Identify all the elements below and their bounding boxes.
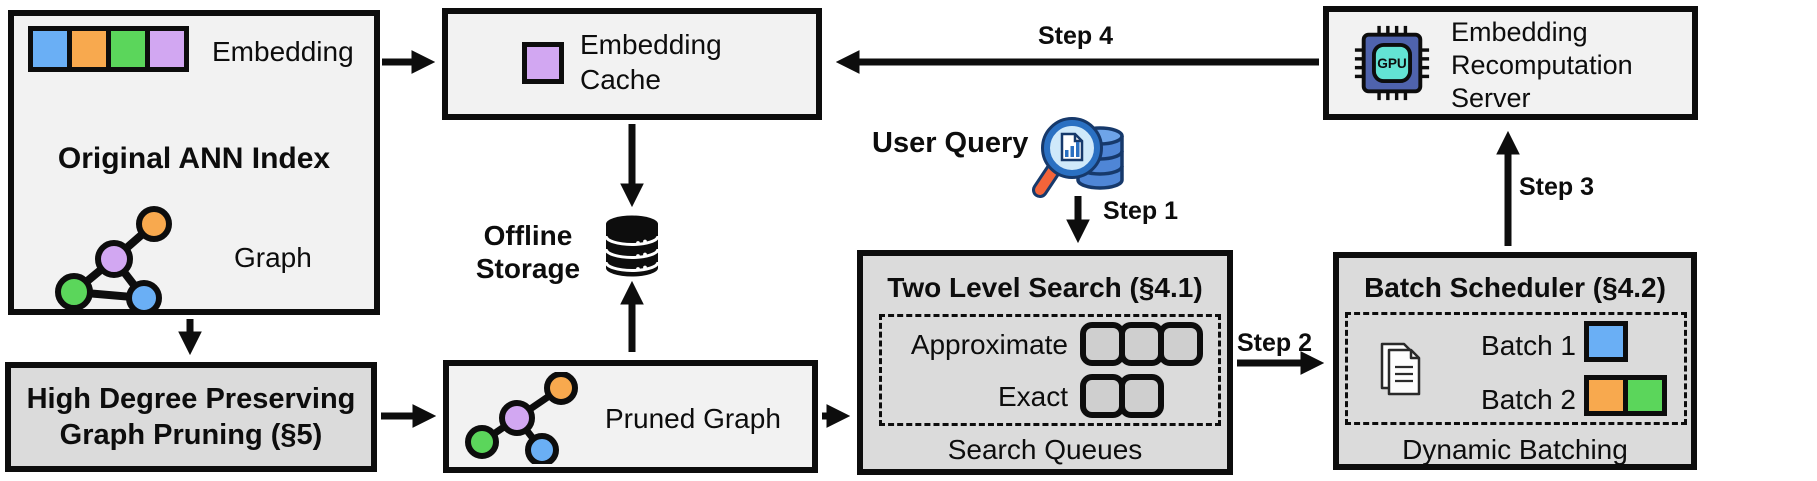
recomputation-server-label: Embedding Recomputation Server — [1451, 17, 1633, 113]
search-queues-panel: Approximate Exact — [879, 314, 1221, 426]
embedding-chip-blue-icon — [28, 26, 72, 72]
approximate-label: Approximate — [910, 329, 1068, 360]
embedding-strip — [28, 26, 189, 72]
pruned-graph-box: Pruned Graph — [443, 360, 818, 473]
batch1-chip-blue-icon — [1584, 321, 1628, 362]
gpu-label: GPU — [1377, 56, 1407, 71]
step-4-label: Step 4 — [1038, 22, 1114, 50]
batch2-chip-green-icon — [1623, 375, 1667, 416]
database-icon — [604, 215, 660, 277]
embedding-cache-label: Embedding Cache — [580, 29, 722, 95]
embedding-chip-orange-icon — [67, 26, 111, 72]
step-1-label: Step 1 — [1103, 197, 1179, 225]
embedding-label: Embedding — [212, 36, 354, 67]
embedding-chip-purple-icon — [145, 26, 189, 72]
original-ann-index-box: Embedding Original ANN Index Graph — [8, 10, 380, 315]
batch-2-chips — [1584, 375, 1667, 421]
search-queues-caption: Search Queues — [947, 434, 1143, 465]
graph-pruning-box: High Degree Preserving Graph Pruning (§5… — [5, 362, 377, 472]
two-level-search-box: Two Level Search (§4.1) Approximate Exac… — [857, 250, 1233, 475]
offline-storage-label: Offline Storage — [475, 220, 581, 284]
batch-1-label: Batch 1 — [1481, 330, 1576, 361]
embedding-cache-box: Embedding Cache — [442, 8, 822, 120]
embedding-chip-green-icon — [106, 26, 150, 72]
recomputation-server-box: GPU Embedding Recomputation Server — [1323, 6, 1698, 120]
graph-pruning-title-line2: Graph Pruning (§5) — [59, 419, 323, 451]
queue-chip-icon — [1080, 374, 1125, 418]
batch2-chip-orange-icon — [1584, 375, 1628, 416]
graph-icon — [55, 206, 172, 310]
queue-chip-icon — [1158, 322, 1203, 366]
original-ann-index-title: Original ANN Index — [57, 142, 331, 175]
batch-scheduler-box: Batch Scheduler (§4.2) Batch 1 Batch 2 D… — [1333, 252, 1697, 470]
exact-queue-chips — [1080, 374, 1164, 423]
batch-scheduler-title: Batch Scheduler (§4.2) — [1364, 272, 1666, 303]
user-query-label: User Query — [872, 127, 1029, 159]
pruned-graph-icon — [465, 372, 578, 464]
approximate-queue-chips — [1080, 322, 1203, 371]
documents-icon — [1380, 342, 1421, 396]
queue-chip-icon — [1119, 374, 1164, 418]
query-magnifier-database-icon — [1032, 117, 1124, 198]
two-level-search-title: Two Level Search (§4.1) — [887, 272, 1203, 303]
graph-pruning-title-line1: High Degree Preserving — [26, 383, 356, 415]
cached-embedding-chip-icon — [522, 42, 564, 84]
batch-1-chips — [1584, 321, 1628, 367]
step-3-label: Step 3 — [1519, 173, 1595, 201]
gpu-icon: GPU — [1354, 25, 1430, 101]
exact-label: Exact — [997, 381, 1068, 412]
batch-2-label: Batch 2 — [1481, 384, 1576, 415]
dynamic-batching-caption: Dynamic Batching — [1402, 434, 1628, 465]
step-2-label: Step 2 — [1237, 329, 1313, 357]
graph-label: Graph — [234, 242, 312, 273]
pruned-graph-label: Pruned Graph — [605, 403, 781, 434]
dynamic-batching-panel: Batch 1 Batch 2 — [1345, 312, 1687, 425]
